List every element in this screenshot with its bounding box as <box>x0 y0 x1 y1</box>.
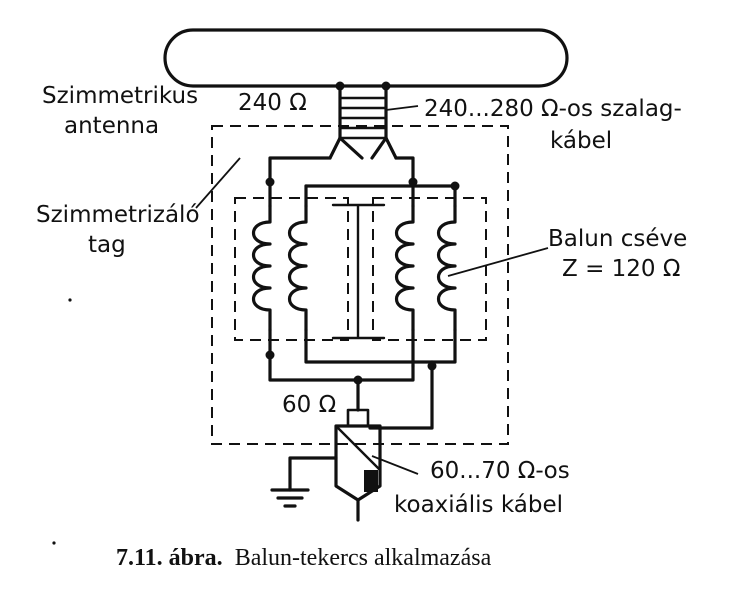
balun-label-line2: Z = 120 Ω <box>562 256 680 282</box>
antenna-impedance-label: 240 Ω <box>238 90 307 116</box>
junction-dot-tr <box>450 181 460 191</box>
balancer-label-line2: tag <box>88 232 126 258</box>
figure-number: 7.11. ábra. <box>116 545 223 571</box>
balun-coil-frame-left <box>234 197 349 341</box>
coax-label-line1: 60...70 Ω-os <box>430 458 570 484</box>
ribbon-leader-line <box>385 105 419 111</box>
balun-leader-line <box>447 247 549 277</box>
balancing-unit-frame <box>211 125 509 445</box>
junction-dot-tm <box>408 177 418 187</box>
ribbon-cable <box>328 84 398 160</box>
speck-dot <box>68 298 72 302</box>
coil-4 <box>437 204 457 332</box>
figure-caption: 7.11. ábra. Balun-tekercs alkalmazása <box>116 545 492 571</box>
coax-connector <box>334 408 382 522</box>
coax-label-line2: koaxiális kábel <box>394 492 563 518</box>
balun-coil-frame-right <box>372 197 487 341</box>
coil-core <box>331 203 386 340</box>
junction-dot-center <box>353 375 363 385</box>
coax-impedance-label: 60 Ω <box>282 392 336 418</box>
ribbon-label-line2: kábel <box>550 128 612 154</box>
balancer-label-line1: Szimmetrizáló <box>36 202 200 228</box>
ground-symbol <box>270 456 338 508</box>
coil-1 <box>252 204 272 332</box>
junction-dot-bl <box>265 350 275 360</box>
junction-dot-tl <box>265 177 275 187</box>
ribbon-label-line1: 240...280 Ω-os szalag- <box>424 96 682 122</box>
junction-dot-bm <box>427 361 437 371</box>
antenna-label-line1: Szimmetrikus <box>42 83 198 109</box>
figure-title: Balun-tekercs alkalmazása <box>235 545 492 571</box>
antenna-label-line2: antenna <box>64 113 159 139</box>
balancer-leader-line <box>195 157 241 209</box>
antenna-loop <box>163 28 569 88</box>
coil-3 <box>395 204 415 332</box>
speck-dot-2 <box>52 541 56 545</box>
coil-2 <box>288 204 308 332</box>
top-wiring <box>268 156 457 208</box>
balun-label-line1: Balun cséve <box>548 226 687 252</box>
coax-leader-line <box>371 455 419 475</box>
